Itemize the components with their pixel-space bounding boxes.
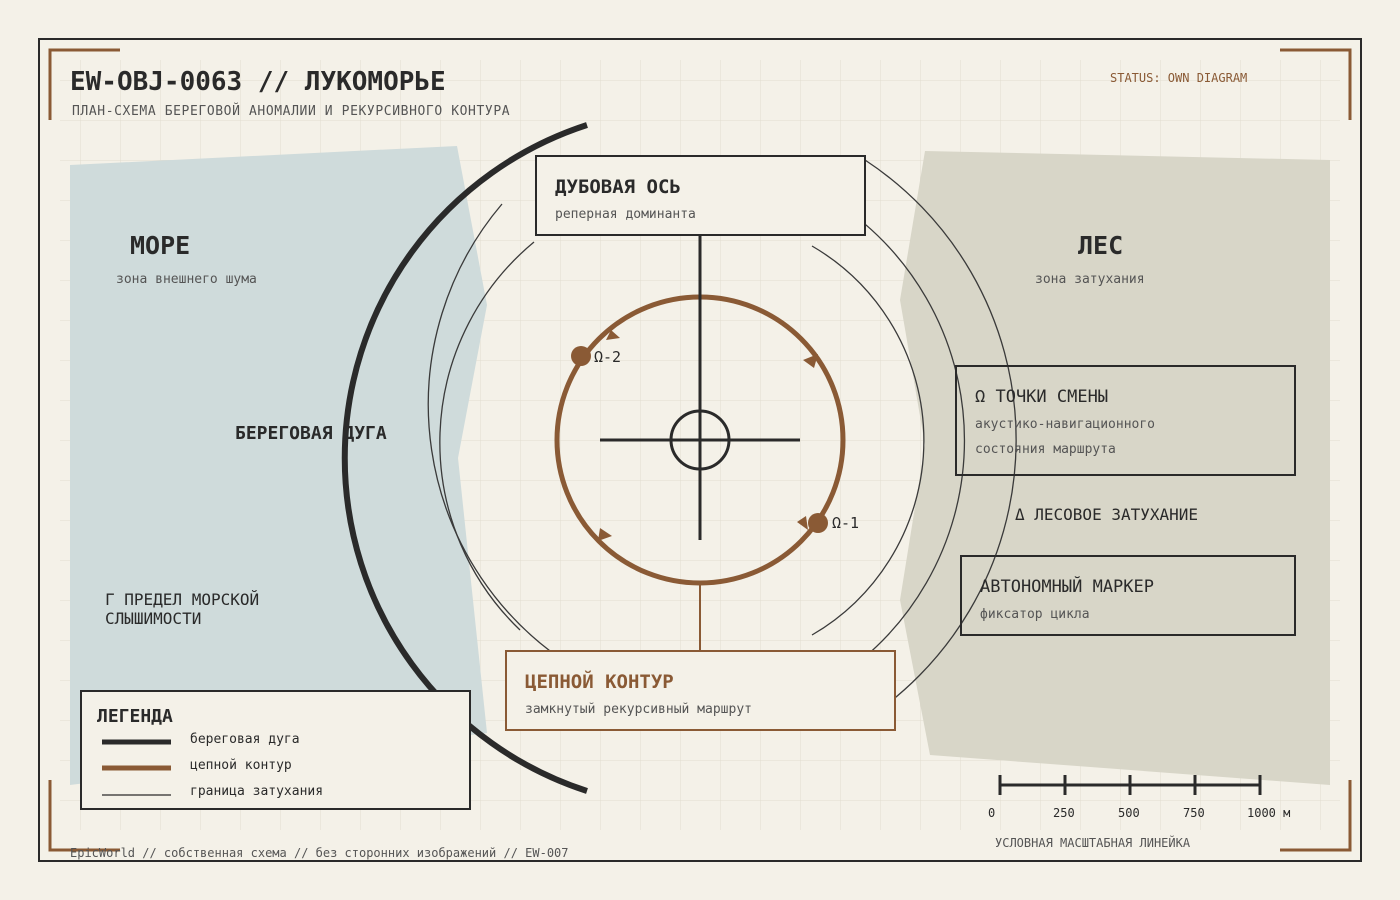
oak-axis-box-frame [535,155,866,236]
sea-title: МОРЕ [130,231,190,260]
oak-axis-crosshair [600,235,800,540]
omega-points-line-2: состояния маршрута [975,442,1116,457]
attenuation-arc-right-1 [811,245,925,636]
omega-point-2-label: Ω-2 [594,348,621,366]
scale-bar: 0 250 500 750 1000 м УСЛОВНАЯ МАСШТАБНАЯ… [988,775,1290,850]
chain-direction-arrows [598,330,818,541]
oak-axis-subtitle: реперная доминанта [555,207,696,222]
corner-bracket-bottom-left [48,780,120,852]
attenuation-arc-right-3 [861,159,1017,723]
chain-arrow [606,330,620,340]
omega-points-box[interactable]: Ω ТОЧКИ СМЕНЫ акустико-навигационного со… [955,365,1296,476]
attenuation-arc-left-inner [439,241,535,631]
chain-arrow [803,354,818,368]
chain-arrow [797,516,808,530]
attenuation-arc-left-outer [427,203,571,666]
outer-frame [38,38,1362,862]
omega-point-1[interactable] [808,513,828,533]
scale-tick-label: 0 [988,806,995,820]
status-label: STATUS: OWN DIAGRAM [1110,71,1247,85]
omega-point-1-label: Ω-1 [832,514,859,532]
page-subtitle: ПЛАН-СХЕМА БЕРЕГОВОЙ АНОМАЛИИ И РЕКУРСИВ… [72,103,510,119]
sea-subtitle: зона внешнего шума [116,272,257,287]
scale-tick-label: 500 [1118,806,1140,820]
corner-bracket-top-right [1280,48,1352,120]
oak-axis-box[interactable]: ДУБОВАЯ ОСЬ реперная доминанта [535,155,866,236]
autonomous-marker-box-frame [960,555,1296,636]
coastal-arc-label: БЕРЕГОВАЯ ДУГА [235,423,387,444]
chain-arrow [598,528,612,541]
legend-item-chain-contour: цепной контур [190,758,292,773]
autonomous-marker-box[interactable]: АВТОНОМНЫЙ МАРКЕР фиксатор цикла [960,555,1296,636]
forest-fade-label: Δ ЛЕСОВОЕ ЗАТУХАНИЕ [1015,505,1198,524]
omega-points-title: Ω ТОЧКИ СМЕНЫ [975,387,1108,407]
chain-contour-title: ЦЕПНОЙ КОНТУР [525,670,674,693]
forest-zone [900,151,1330,785]
scale-tick-label: 1000 м [1247,806,1290,820]
omega-points-line-1: акустико-навигационного [975,417,1155,432]
corner-bracket-top-left [48,48,120,120]
oak-axis-title: ДУБОВАЯ ОСЬ [555,176,681,198]
omega-point-2[interactable] [571,346,591,366]
omega-points-box-frame [955,365,1296,476]
legend-item-coastal-arc: береговая дуга [190,732,300,747]
autonomous-marker-title: АВТОНОМНЫЙ МАРКЕР [980,575,1154,597]
legend-item-attenuation-boundary: граница затухания [190,784,323,799]
crosshair-ring [669,409,731,471]
chain-contour-box[interactable]: ЦЕПНОЙ КОНТУР замкнутый рекурсивный марш… [505,650,896,731]
forest-subtitle: зона затухания [1035,272,1145,287]
scale-caption: УСЛОВНАЯ МАСШТАБНАЯ ЛИНЕЙКА [995,835,1191,850]
corner-bracket-bottom-right [1280,780,1352,852]
legend: ЛЕГЕНДА береговая дуга цепной контур гра… [80,690,471,810]
forest-title: ЛЕС [1078,231,1123,260]
corner-brackets [48,48,1352,852]
legend-frame [80,690,471,810]
scale-tick-label: 750 [1183,806,1205,820]
attenuation-arc-right-2 [836,202,966,679]
chain-contour-subtitle: замкнутый рекурсивный маршрут [525,702,752,717]
chain-contour-box-frame [505,650,896,731]
attenuation-boundaries [427,159,1017,723]
page-title: EW-OBJ-0063 // ЛУКОМОРЬЕ [70,67,446,97]
autonomous-marker-subtitle: фиксатор цикла [980,607,1090,622]
scale-tick-label: 250 [1053,806,1075,820]
legend-title: ЛЕГЕНДА [97,706,173,727]
sea-limit-label-line-1: Г ПРЕДЕЛ МОРСКОЙ [105,590,259,609]
sea-limit-label-line-2: СЛЫШИМОСТИ [105,609,201,628]
footer-credit: EpicWorld // собственная схема // без ст… [70,846,569,860]
